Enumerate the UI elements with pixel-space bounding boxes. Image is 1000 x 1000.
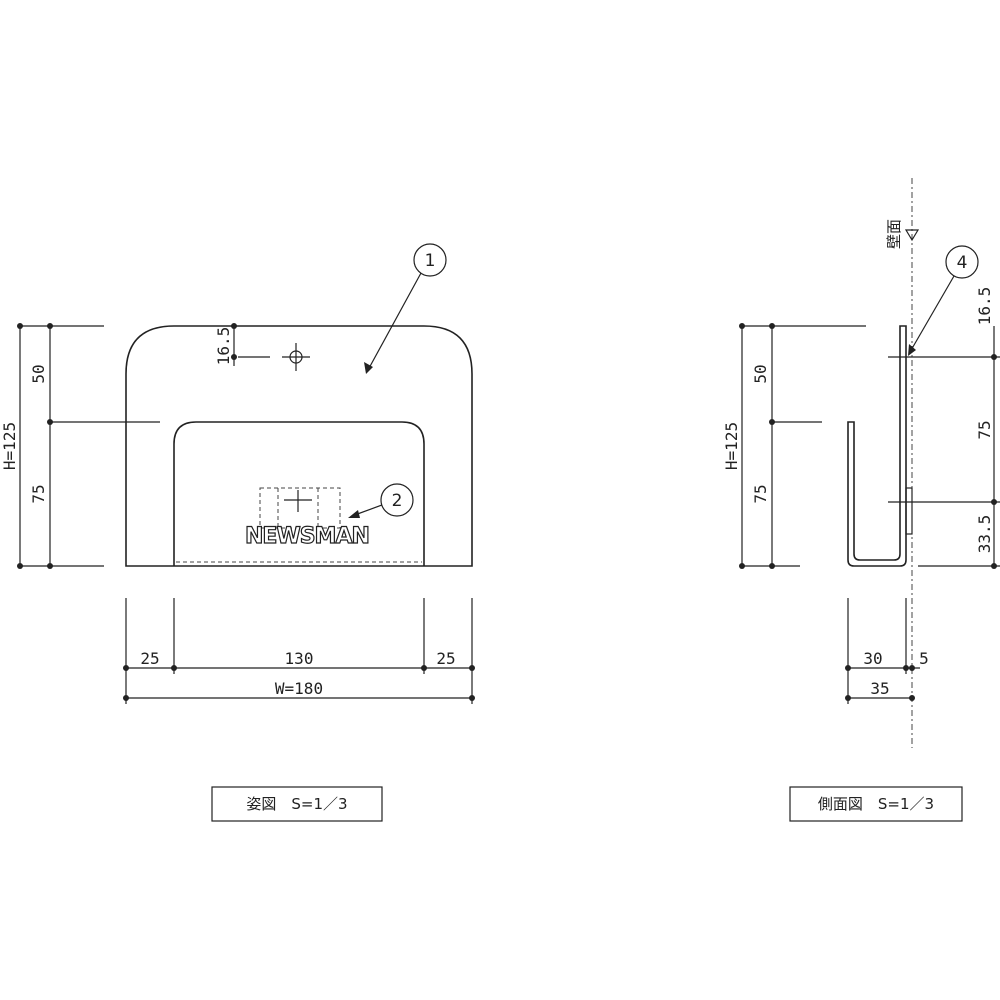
side-bracket-profile: [847, 325, 907, 567]
svg-text:H=125: H=125: [0, 422, 19, 470]
side-view: 壁面 4 50 75 H=125: [722, 178, 1000, 822]
front-opening-outline: [173, 421, 425, 566]
svg-text:130: 130: [285, 649, 314, 668]
svg-text:16.5: 16.5: [214, 327, 233, 366]
svg-text:H=125: H=125: [722, 422, 741, 470]
svg-text:50: 50: [29, 364, 48, 383]
dim-front-horizontal: 25 130 25 W=180: [123, 598, 475, 704]
dim-side-vertical-right: 16.5 75 33.5: [888, 287, 1000, 569]
front-view-caption: 姿図 S=1／3: [211, 786, 383, 822]
svg-text:75: 75: [29, 484, 48, 503]
dim-hole: 16.5: [214, 323, 237, 366]
side-view-caption: 側面図 S=1／3: [789, 786, 963, 822]
svg-text:25: 25: [436, 649, 455, 668]
svg-text:2: 2: [392, 491, 403, 511]
svg-text:5: 5: [919, 649, 929, 668]
mounting-hole-symbol: [238, 343, 310, 371]
front-body-outline: [125, 325, 473, 567]
svg-text:75: 75: [751, 484, 770, 503]
logo-text: NEWSMAN: [245, 524, 369, 549]
svg-text:1: 1: [425, 251, 436, 271]
svg-text:50: 50: [751, 364, 770, 383]
svg-text:75: 75: [975, 420, 994, 439]
dim-front-vertical: 50 75 H=125: [0, 323, 160, 569]
balloon-2: 2: [348, 483, 414, 518]
front-view: NEWSMAN 1 2 16.5: [0, 243, 475, 822]
svg-text:16.5: 16.5: [975, 287, 994, 326]
svg-text:側面図 S=1／3: 側面図 S=1／3: [818, 795, 934, 813]
svg-text:25: 25: [140, 649, 159, 668]
svg-text:4: 4: [957, 253, 968, 273]
svg-text:33.5: 33.5: [975, 515, 994, 554]
wall-label: 壁面: [885, 219, 920, 249]
side-back-plate: [905, 487, 913, 535]
svg-text:姿図 S=1／3: 姿図 S=1／3: [246, 795, 347, 813]
logo-plate-hidden-lines: [259, 487, 341, 529]
dim-side-horizontal: 30 5 35: [845, 598, 929, 704]
balloon-4: 4: [908, 245, 979, 356]
dim-side-vertical-left: 50 75 H=125: [722, 323, 866, 569]
svg-text:W=180: W=180: [275, 679, 323, 698]
svg-text:35: 35: [870, 679, 889, 698]
svg-text:壁面: 壁面: [885, 219, 903, 249]
balloon-1: 1: [364, 243, 447, 374]
svg-text:30: 30: [863, 649, 882, 668]
